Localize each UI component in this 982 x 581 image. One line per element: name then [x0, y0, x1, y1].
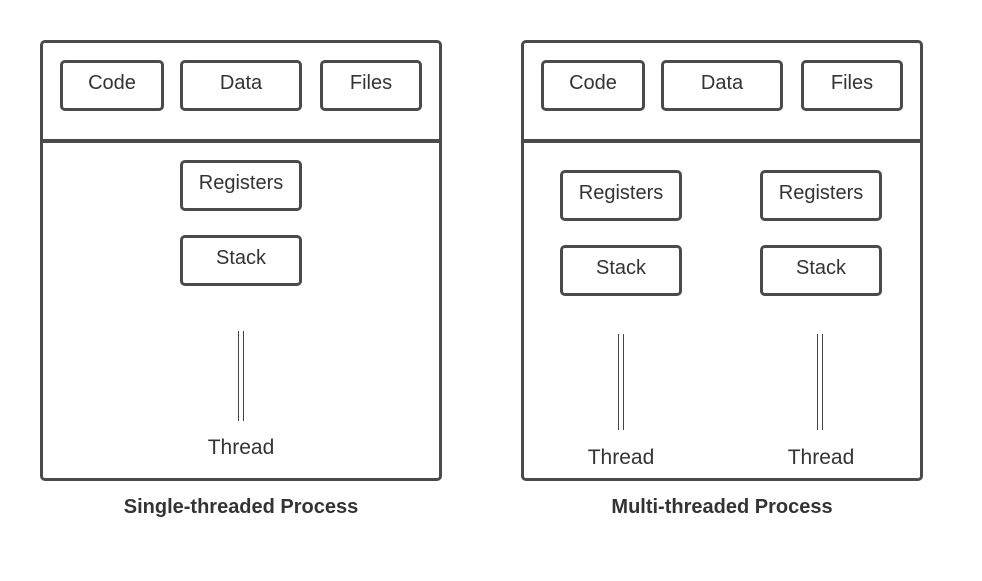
data-box: Data [180, 60, 302, 111]
thread-1-label: Thread [587, 446, 655, 469]
data-box: Data [661, 60, 783, 111]
thread-line [238, 331, 244, 421]
single-threaded-caption: Single-threaded Process [123, 496, 359, 518]
thread-2-label: Thread [787, 446, 855, 469]
thread-1-line [618, 334, 624, 430]
thread-1-stack-box: Stack [560, 245, 682, 296]
files-box: Files [801, 60, 903, 111]
process-section-divider [524, 139, 920, 143]
registers-box: Registers [180, 160, 302, 211]
stack-box: Stack [180, 235, 302, 286]
files-box: Files [320, 60, 422, 111]
thread-2-registers-box: Registers [760, 170, 882, 221]
thread-2-line [817, 334, 823, 430]
thread-label: Thread [207, 436, 275, 459]
thread-1-registers-box: Registers [560, 170, 682, 221]
process-section-divider [43, 139, 439, 143]
multi-threaded-caption: Multi-threaded Process [611, 496, 833, 518]
thread-2-stack-box: Stack [760, 245, 882, 296]
code-box: Code [60, 60, 164, 111]
code-box: Code [541, 60, 645, 111]
